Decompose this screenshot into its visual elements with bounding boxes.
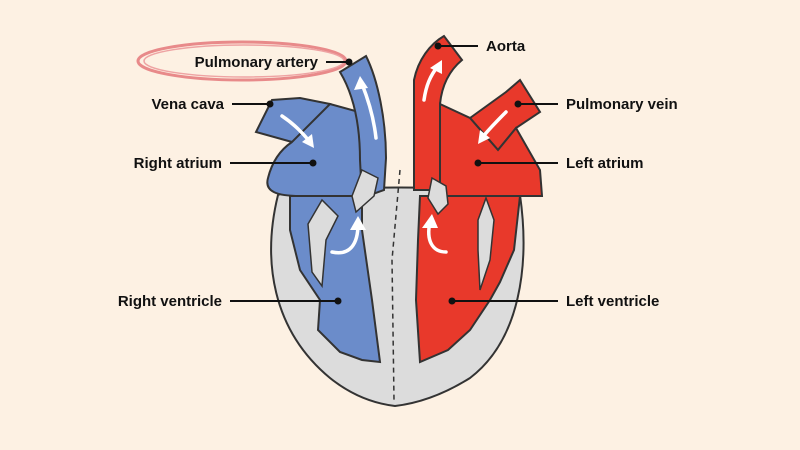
label-pulmonary-artery: Pulmonary artery bbox=[195, 54, 319, 71]
left-ventricle bbox=[414, 195, 522, 364]
arrowhead-vena-cava bbox=[302, 134, 314, 148]
arrowhead-aorta bbox=[430, 60, 442, 74]
arrowhead-pulmonary-artery bbox=[354, 76, 368, 90]
dot-right-atrium bbox=[309, 159, 317, 167]
dot-right-ventricle bbox=[334, 297, 342, 305]
arrowhead-right-ventricle bbox=[350, 216, 366, 230]
arrowhead-pulmonary-vein bbox=[478, 130, 490, 144]
septum-line bbox=[391, 169, 401, 401]
dot-left-ventricle bbox=[448, 297, 456, 305]
label-aorta: Aorta bbox=[486, 38, 526, 55]
label-left-atrium: Left atrium bbox=[566, 155, 644, 172]
arrowhead-left-ventricle bbox=[422, 214, 438, 228]
pulmonary-artery bbox=[338, 54, 388, 200]
dot-left-atrium bbox=[474, 159, 482, 167]
right-valve-detail bbox=[351, 168, 379, 214]
dot-pulmonary-artery bbox=[345, 58, 353, 66]
flow-arrow-pulmonary-artery bbox=[360, 82, 378, 140]
left-wall-detail bbox=[477, 195, 495, 291]
label-vena-cava: Vena cava bbox=[151, 96, 224, 113]
label-left-ventricle: Left ventricle bbox=[566, 293, 659, 310]
dot-pulmonary-vein bbox=[514, 100, 522, 108]
label-right-atrium: Right atrium bbox=[134, 155, 222, 172]
dot-vena-cava bbox=[266, 100, 274, 108]
left-valve-detail bbox=[427, 176, 449, 216]
label-right-ventricle: Right ventricle bbox=[118, 293, 222, 310]
right-septum-detail bbox=[307, 198, 339, 289]
label-pulmonary-vein: Pulmonary vein bbox=[566, 96, 678, 113]
dot-aorta bbox=[434, 42, 442, 50]
